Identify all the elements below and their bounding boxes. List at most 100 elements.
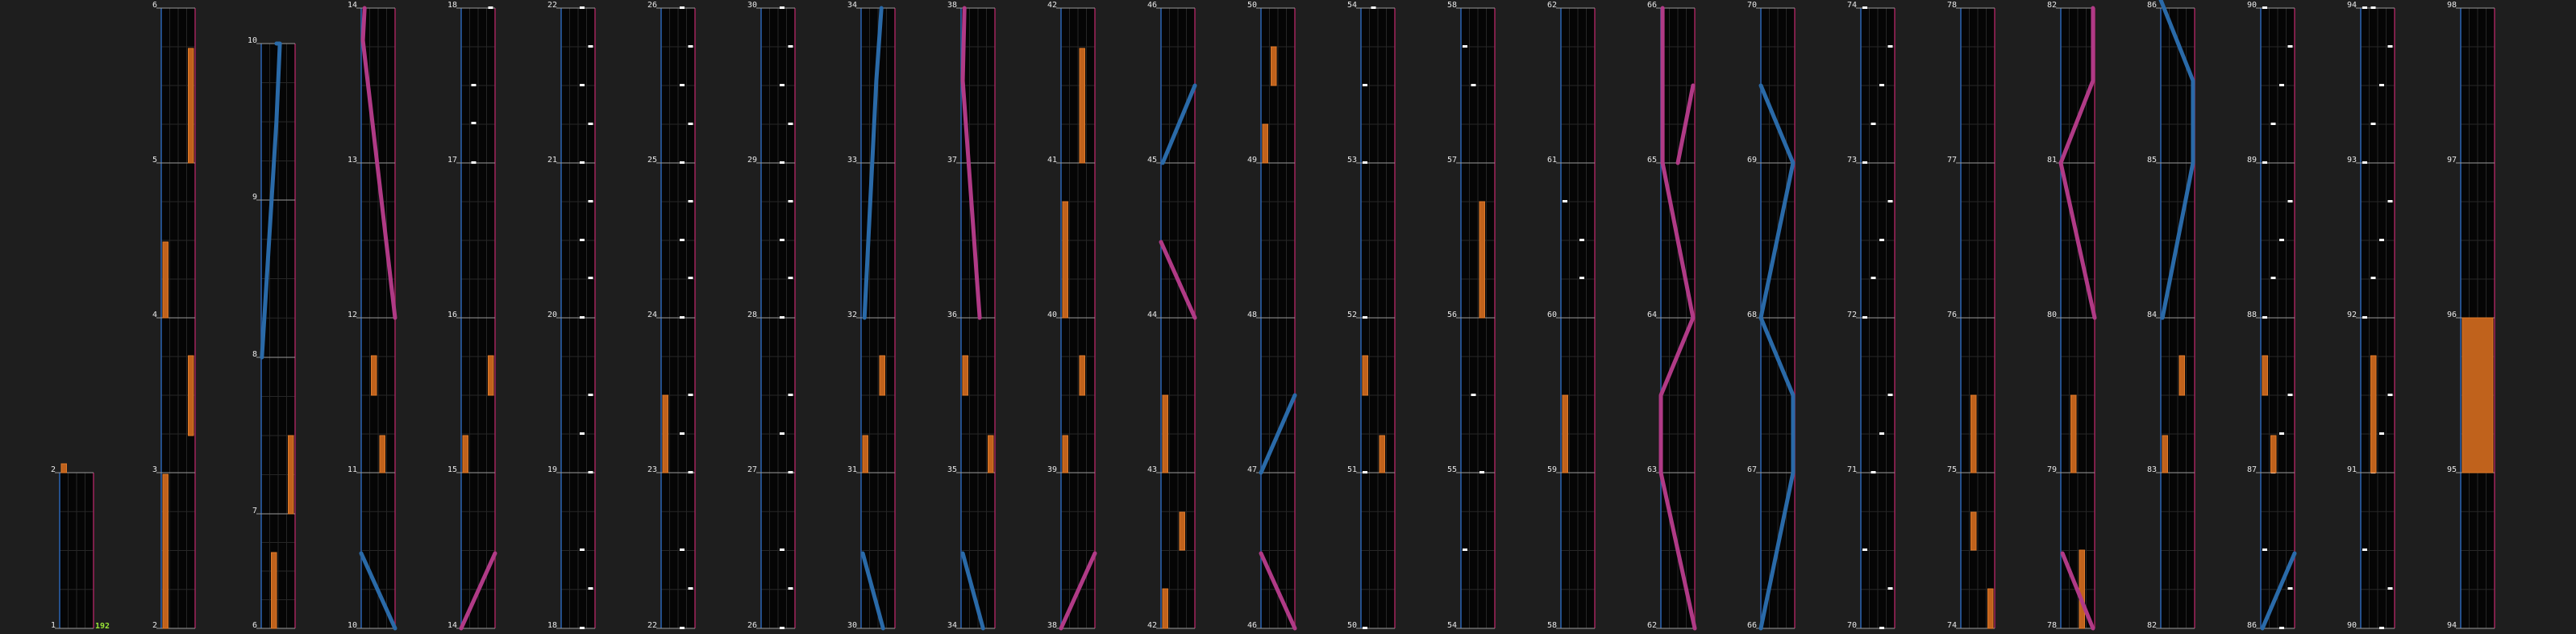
- slide-note: [1675, 83, 1696, 165]
- measure-number: 37: [947, 156, 957, 165]
- measure-number: 82: [2147, 621, 2157, 630]
- tap-note: [580, 548, 585, 551]
- hold-note: [288, 435, 294, 515]
- slide-note: [1658, 6, 1697, 631]
- hold-note: [379, 435, 385, 473]
- hold-note: [1079, 355, 1085, 396]
- slide-note: [1758, 83, 1796, 631]
- tap-note: [588, 394, 593, 396]
- measure-number: 7: [252, 507, 257, 515]
- measure-number: 64: [1647, 311, 1657, 319]
- measure-number: 2: [51, 465, 56, 474]
- tap-note: [2370, 6, 2376, 9]
- measure-number: 12: [347, 311, 357, 319]
- measure-number: 91: [2347, 465, 2357, 474]
- hold-note: [2179, 355, 2185, 396]
- tap-note: [780, 6, 784, 9]
- measure-number: 16: [447, 311, 457, 319]
- measure-number: 31: [847, 465, 857, 474]
- measure-number: 50: [1347, 621, 1357, 630]
- tap-note: [588, 277, 593, 279]
- measure-number: 94: [2347, 1, 2357, 10]
- tap-note: [780, 316, 784, 319]
- slide-note: [360, 6, 397, 320]
- measure-number: 22: [647, 621, 657, 630]
- measure-number: 3: [152, 465, 157, 474]
- tap-note: [788, 123, 793, 125]
- measure-number: 81: [2047, 156, 2057, 165]
- tap-note: [680, 84, 685, 86]
- measure-number: 46: [1247, 621, 1257, 630]
- measure-number: 63: [1647, 465, 1657, 474]
- hold-note: [1079, 48, 1085, 164]
- hold-note: [60, 463, 67, 473]
- combo-counter: 192: [95, 622, 110, 631]
- measure-number: 76: [1947, 311, 1957, 319]
- tap-note: [2270, 277, 2276, 279]
- measure-number: 59: [1547, 465, 1557, 474]
- measure-number: 23: [647, 465, 657, 474]
- measure-number: 18: [547, 621, 557, 630]
- hold-note: [1479, 201, 1485, 319]
- measure-number: 24: [647, 311, 657, 319]
- tap-note: [2370, 277, 2376, 279]
- hold-note: [1162, 588, 1168, 629]
- measure-number: 6: [152, 1, 157, 10]
- tap-note: [471, 161, 476, 164]
- tap-note: [2287, 45, 2293, 48]
- measure-number: 17: [447, 156, 457, 165]
- tap-note: [680, 316, 685, 319]
- tap-note: [2270, 123, 2276, 125]
- tap-note: [788, 45, 793, 48]
- measure-number: 35: [947, 465, 957, 474]
- measure-number: 90: [2247, 1, 2257, 10]
- tap-note: [1871, 123, 1876, 125]
- tap-note: [2362, 316, 2367, 319]
- tap-note: [1579, 239, 1584, 241]
- tap-note: [780, 161, 784, 164]
- measure-number: 58: [1547, 621, 1557, 630]
- hold-note: [2162, 435, 2168, 473]
- measure-number: 48: [1247, 311, 1257, 319]
- measure-number: 25: [647, 156, 657, 165]
- measure-number: 70: [1847, 621, 1857, 630]
- measure-number: 10: [347, 621, 357, 630]
- tap-note: [580, 161, 585, 164]
- measure-number: 26: [747, 621, 757, 630]
- measure-number: 93: [2347, 156, 2357, 165]
- measure-number: 74: [1847, 1, 1857, 10]
- tap-note: [688, 471, 693, 473]
- tap-note: [780, 84, 784, 86]
- tap-note: [688, 45, 693, 48]
- measure-number: 44: [1147, 311, 1157, 319]
- tap-note: [2262, 548, 2267, 551]
- hold-note: [662, 394, 668, 473]
- measure-number: 21: [547, 156, 557, 165]
- slide-note: [960, 6, 982, 320]
- measure-number: 29: [747, 156, 757, 165]
- measure-number: 18: [447, 1, 457, 10]
- tap-note: [580, 627, 585, 629]
- measure-number: 9: [252, 193, 257, 202]
- hold-note: [188, 355, 194, 436]
- tap-note: [2379, 627, 2384, 629]
- tap-note: [2370, 123, 2376, 125]
- measure-number: 32: [847, 311, 857, 319]
- tap-note: [2387, 394, 2393, 396]
- tap-note: [588, 587, 593, 590]
- tap-note: [1563, 200, 1567, 202]
- measure-number: 36: [947, 311, 957, 319]
- measure-number: 94: [2447, 621, 2457, 630]
- tap-note: [1887, 394, 1893, 396]
- hold-note: [2070, 394, 2077, 473]
- measure-number: 34: [847, 1, 857, 10]
- tap-note: [2279, 432, 2284, 435]
- measure-number: 51: [1347, 465, 1357, 474]
